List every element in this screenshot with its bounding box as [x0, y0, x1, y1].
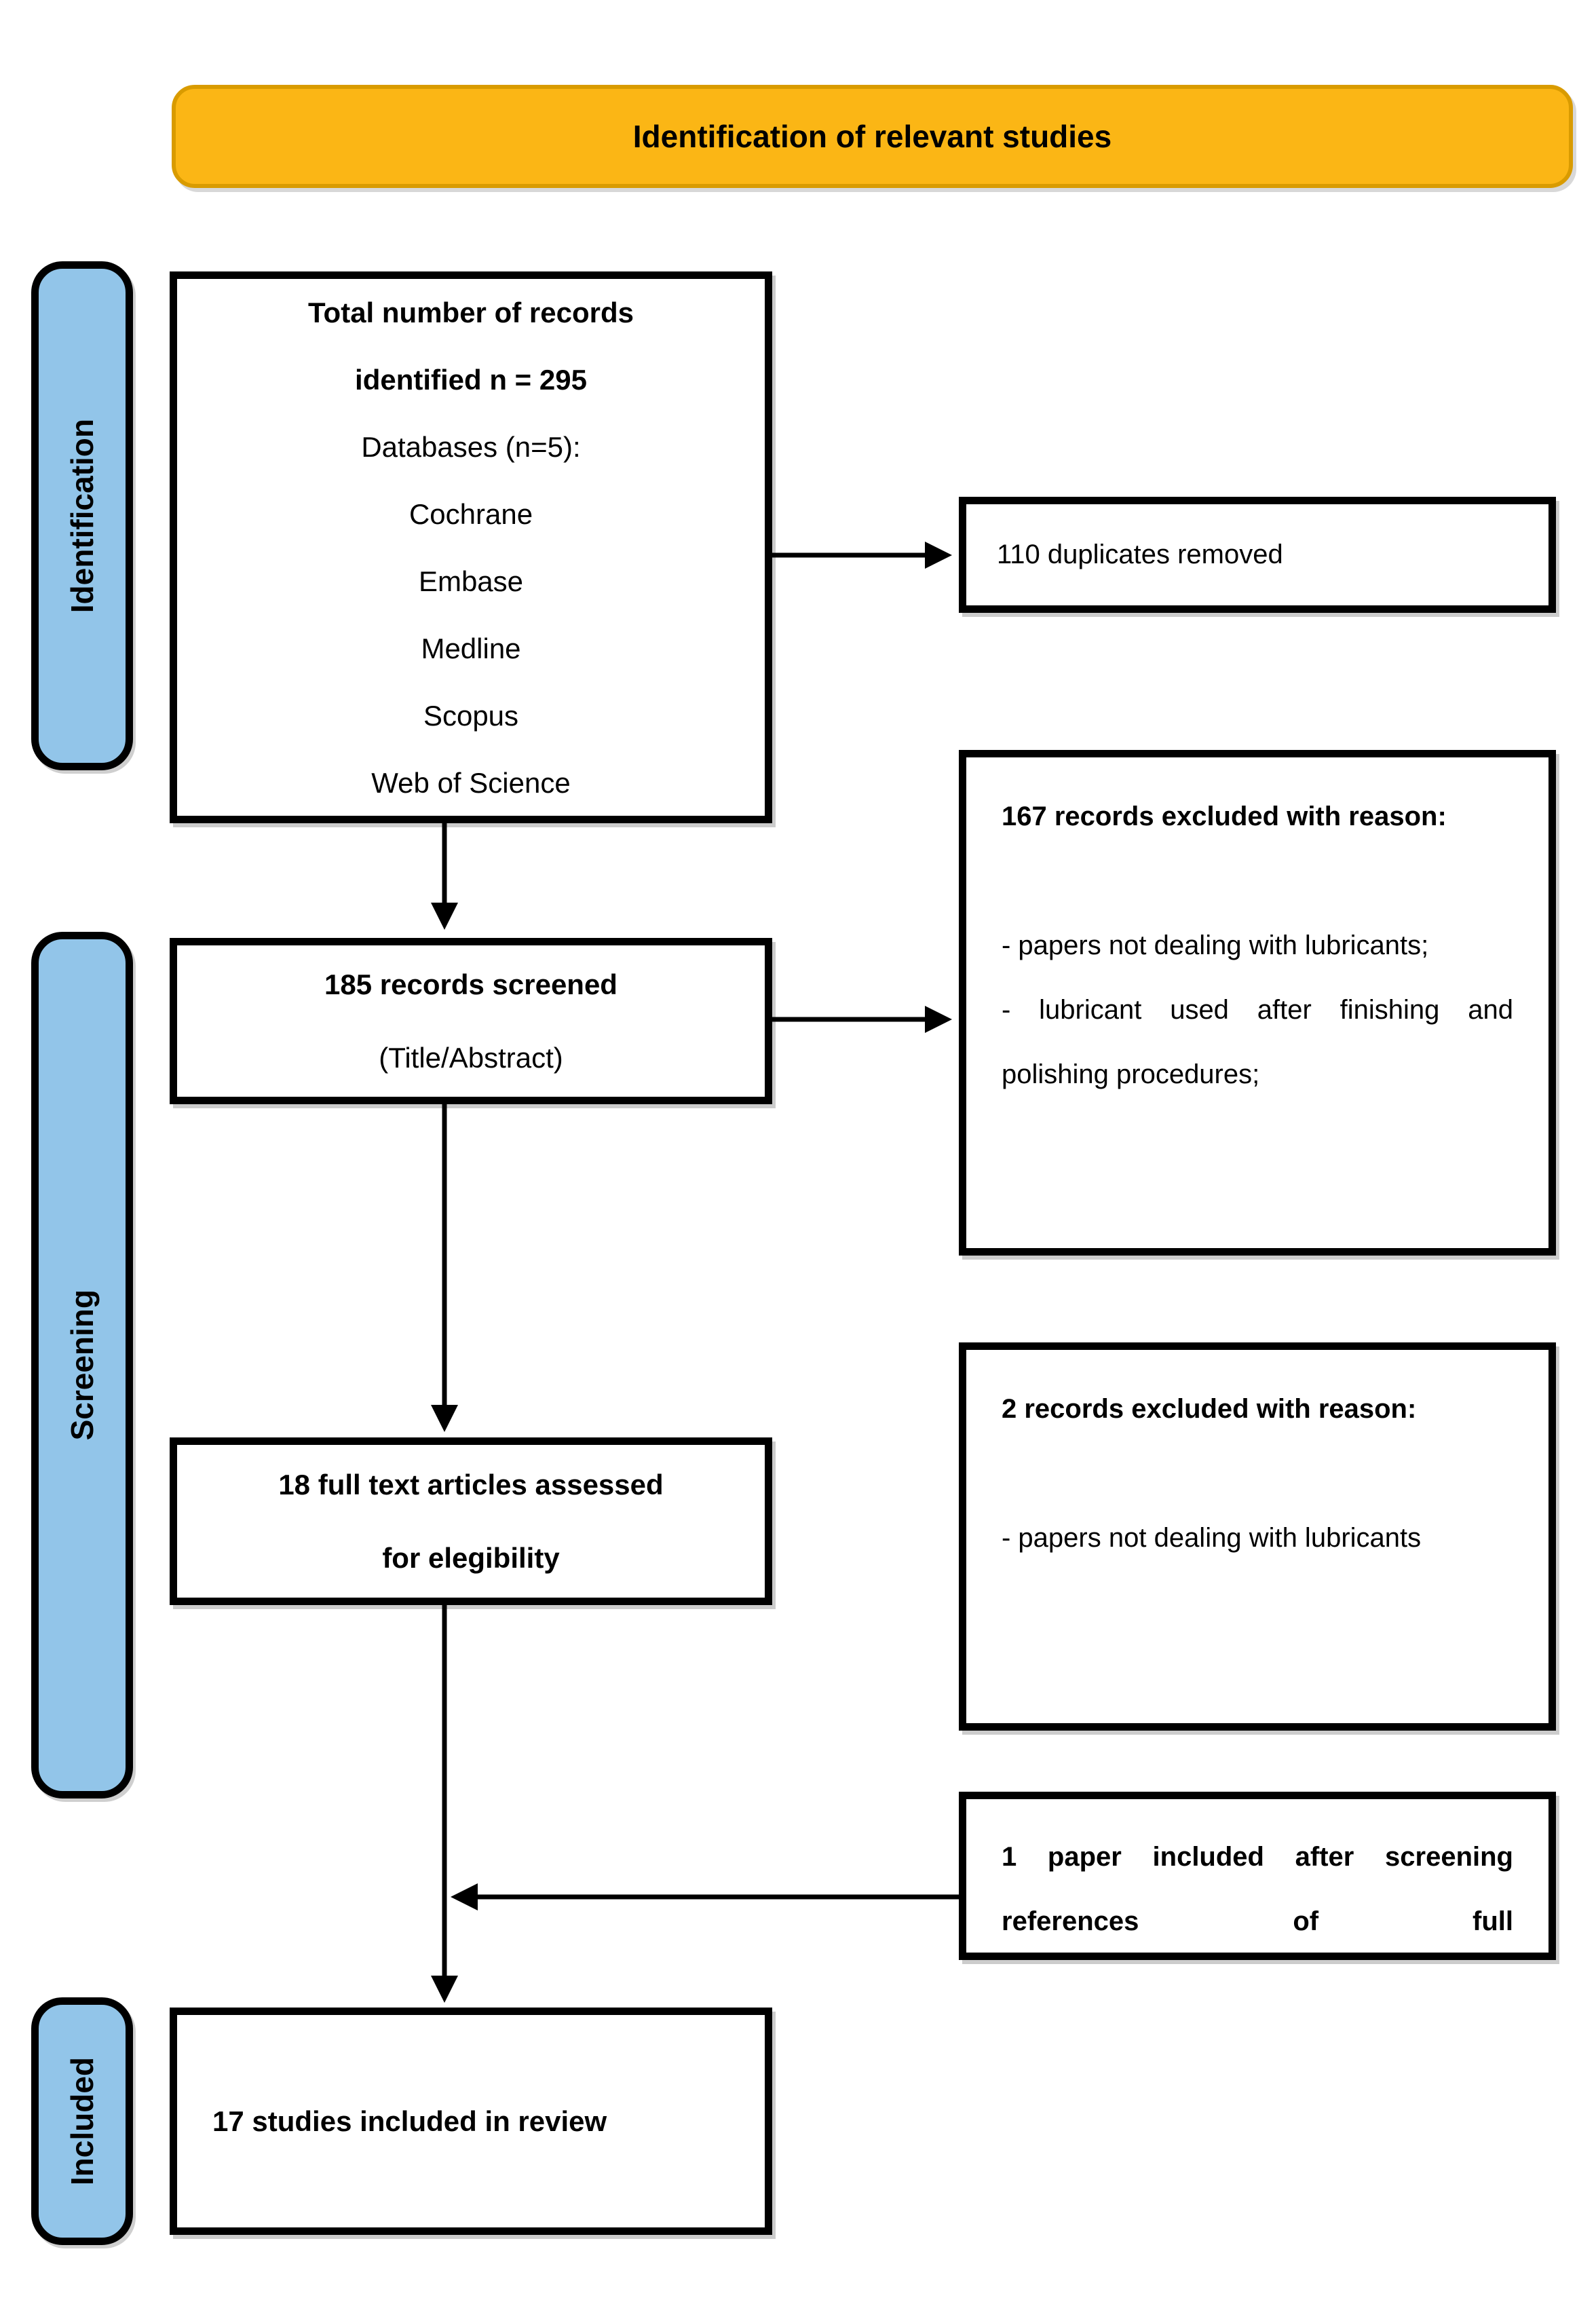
- duplicates-removed-text: 110 duplicates removed: [997, 540, 1283, 569]
- diagram-title-banner: Identification of relevant studies: [172, 85, 1573, 188]
- studies-included-box: 17 studies included in review: [170, 2008, 772, 2235]
- excluded-screening-reason: - papers not dealing with lubricants;: [1002, 930, 1429, 960]
- excluded-screening-reason: - lubricant used after finishing and pol…: [1002, 995, 1513, 1089]
- records-screened-line1: 185 records screened: [324, 968, 618, 1000]
- excluded-fulltext-reason: - papers not dealing with lubricants: [1002, 1523, 1422, 1553]
- excluded-fulltext-heading: 2 records excluded with reason:: [1002, 1394, 1417, 1424]
- diagram-title: Identification of relevant studies: [632, 119, 1112, 154]
- studies-included-text: 17 studies included in review: [212, 2105, 607, 2137]
- database-item: Scopus: [423, 699, 519, 732]
- database-item: Embase: [418, 565, 524, 597]
- added-references-box: 1 paper included after screening referen…: [959, 1792, 1556, 1960]
- fulltext-assessed-line2: for elegibility: [382, 1541, 560, 1574]
- stage-screening-text: Screening: [64, 1289, 100, 1441]
- stage-included-text: Included: [64, 2056, 100, 2186]
- records-identified-line2: identified n = 295: [355, 363, 587, 396]
- records-screened-box: 185 records screened (Title/Abstract): [170, 938, 772, 1104]
- stage-label-identification: Identification: [31, 261, 133, 770]
- records-identified-box: Total number of records identified n = 2…: [170, 271, 772, 823]
- database-item: Cochrane: [408, 497, 533, 530]
- excluded-fulltext-box: 2 records excluded with reason: - papers…: [959, 1342, 1556, 1731]
- fulltext-assessed-line1: 18 full text articles assessed: [278, 1468, 664, 1501]
- duplicates-removed-box: 110 duplicates removed: [959, 497, 1556, 613]
- stage-label-screening: Screening: [31, 932, 133, 1798]
- records-identified-line1: Total number of records: [308, 296, 634, 328]
- fulltext-assessed-box: 18 full text articles assessed for elegi…: [170, 1437, 772, 1605]
- database-item: Web of Science: [371, 766, 571, 799]
- stage-identification-text: Identification: [64, 418, 100, 614]
- database-item: Medline: [421, 632, 521, 664]
- records-screened-line2: (Title/Abstract): [379, 1041, 563, 1074]
- excluded-screening-box: 167 records excluded with reason: - pape…: [959, 750, 1556, 1256]
- databases-subtitle: Databases (n=5):: [361, 430, 581, 463]
- excluded-screening-heading: 167 records excluded with reason:: [1002, 802, 1447, 831]
- added-references-text: 1 paper included after screening referen…: [1002, 1842, 1513, 1936]
- stage-label-included: Included: [31, 1997, 133, 2245]
